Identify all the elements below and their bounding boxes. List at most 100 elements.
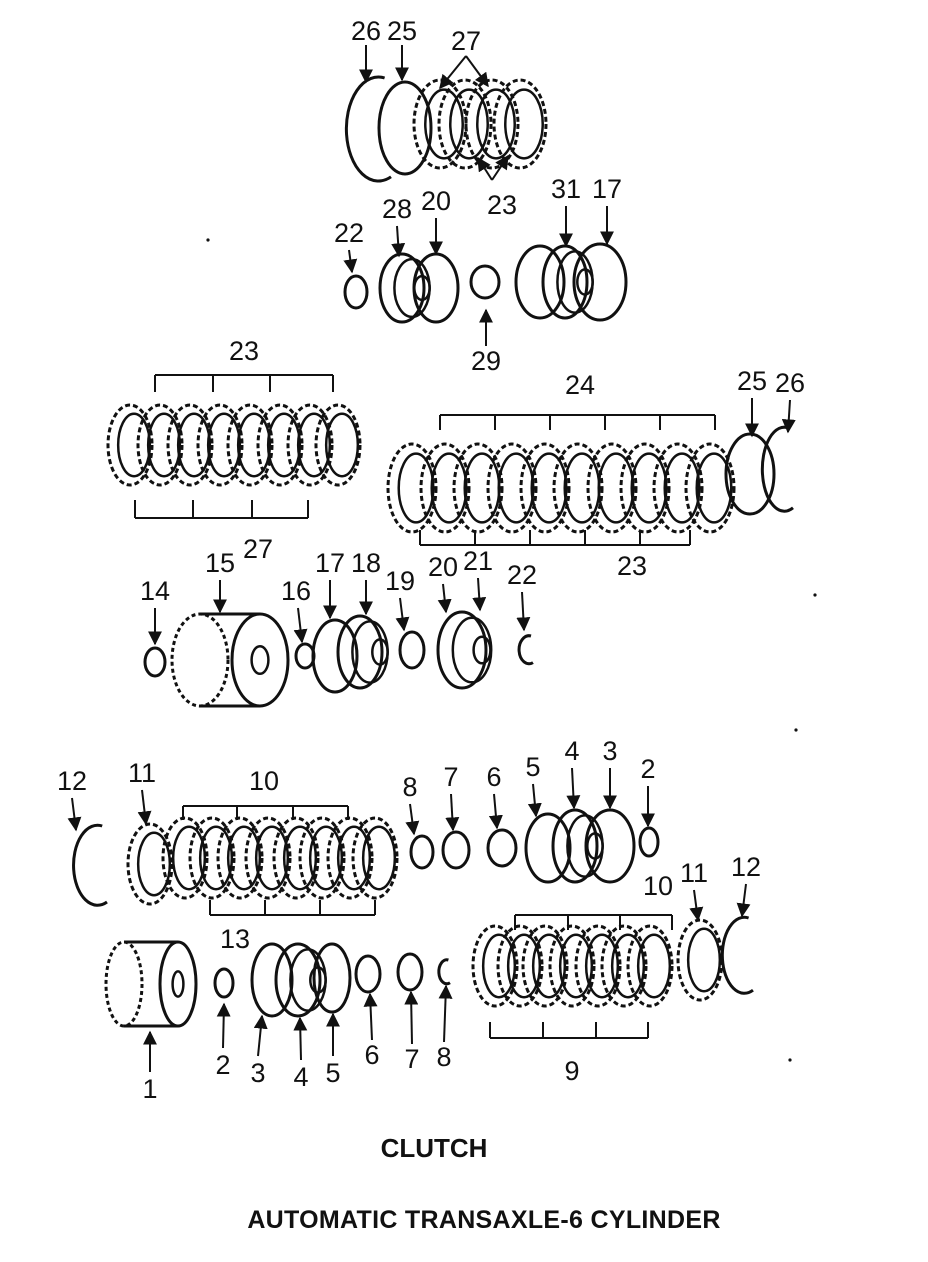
clutch-plate-lower-0-inner bbox=[171, 825, 207, 891]
clutch-plate-left-2 bbox=[166, 403, 214, 487]
snap-ring-26-right bbox=[760, 425, 794, 513]
leader-11-left bbox=[137, 789, 152, 826]
clutch-plate-right-4 bbox=[519, 442, 571, 534]
leader-27a bbox=[439, 55, 467, 90]
drum-15-face bbox=[230, 612, 290, 708]
piston-4-lower bbox=[274, 942, 322, 1018]
clutch-plate-top-3-inner bbox=[504, 88, 544, 160]
piston-21-bore bbox=[472, 635, 492, 665]
clutch-plate-lower-1-inner bbox=[198, 825, 234, 891]
callout-3-lower: 3 bbox=[250, 1058, 265, 1088]
callout-13: 13 bbox=[220, 924, 250, 954]
ring-6-upper bbox=[486, 828, 518, 868]
callout-11-right: 11 bbox=[680, 858, 708, 888]
clutch-plate-right-1-inner bbox=[430, 452, 468, 524]
piston-4-lower-bore bbox=[309, 966, 327, 994]
ring-17-mid bbox=[311, 618, 359, 694]
callout-12-right: 12 bbox=[731, 852, 761, 882]
retainer-plate-25-top bbox=[377, 80, 433, 176]
clutch-plate-left-0 bbox=[106, 403, 154, 487]
clutch-plate-left-0-inner bbox=[116, 412, 152, 478]
piston-18 bbox=[336, 614, 384, 690]
drum-1-hub bbox=[171, 970, 185, 998]
callout-8-lower: 8 bbox=[436, 1042, 451, 1072]
clutch-plate-lower-4 bbox=[272, 816, 320, 900]
callout-5-upper: 5 bbox=[525, 752, 540, 782]
snap-ring-12-left bbox=[72, 823, 108, 907]
callout-7-lower: 7 bbox=[404, 1044, 419, 1074]
caption-automatic-transaxle: AUTOMATIC TRANSAXLE-6 CYLINDER bbox=[247, 1206, 721, 1234]
clutch-plate-right-2 bbox=[452, 442, 504, 534]
callout-22-upper: 22 bbox=[334, 218, 364, 248]
clutch-plate-lower-5 bbox=[298, 816, 346, 900]
clutch-plate-top-2 bbox=[464, 78, 520, 170]
ring-3-upper bbox=[584, 808, 636, 884]
clutch-plate-left-3 bbox=[196, 403, 244, 487]
leader-7-upper bbox=[445, 793, 460, 832]
clutch-plate-bottom-2 bbox=[521, 924, 569, 1008]
leader-12-left bbox=[67, 797, 82, 832]
callout-7-upper: 7 bbox=[443, 762, 458, 792]
leader-11-right bbox=[689, 889, 704, 922]
drum-1 bbox=[104, 940, 144, 1028]
callout-26: 26 bbox=[351, 16, 381, 46]
callout-6-upper: 6 bbox=[486, 762, 501, 792]
leader-22-mid bbox=[516, 591, 531, 632]
callout-22-mid: 22 bbox=[507, 560, 537, 590]
callout-16: 16 bbox=[281, 576, 311, 606]
scan-speck-1 bbox=[794, 728, 798, 732]
clutch-plate-lower-6 bbox=[326, 816, 374, 900]
clutch-plate-bottom-1 bbox=[496, 924, 544, 1008]
piston-18-bore bbox=[371, 638, 389, 666]
callout-20-upper: 20 bbox=[421, 186, 451, 216]
snap-ring-26-top bbox=[344, 75, 392, 183]
leader-27b bbox=[465, 55, 489, 88]
leader-4-lower bbox=[293, 1016, 308, 1061]
callout-27-left: 27 bbox=[243, 534, 273, 564]
piston-21 bbox=[436, 610, 488, 690]
clutch-plate-lower-6-inner bbox=[336, 825, 372, 891]
clutch-plate-left-1 bbox=[136, 403, 184, 487]
callout-3-upper: 3 bbox=[602, 736, 617, 766]
leader-16 bbox=[293, 607, 308, 644]
clutch-plate-left-3-inner bbox=[206, 412, 242, 478]
clutch-plate-left-6 bbox=[286, 403, 334, 487]
callout-24: 24 bbox=[565, 370, 595, 400]
clutch-plate-bottom-3-inner bbox=[558, 933, 594, 999]
callout-10-left: 10 bbox=[249, 766, 279, 796]
callout-27: 27 bbox=[451, 26, 481, 56]
drum-15-hub bbox=[250, 644, 270, 676]
clutch-plate-right-0 bbox=[386, 442, 438, 534]
clutch-plate-left-4 bbox=[226, 403, 274, 487]
clutch-plate-lower-3-inner bbox=[254, 825, 290, 891]
clutch-plate-top-1 bbox=[437, 78, 493, 170]
leader-6-upper bbox=[488, 793, 503, 830]
drum-1-face bbox=[158, 940, 198, 1028]
callout-17-mid: 17 bbox=[315, 548, 345, 578]
washer-2-upper bbox=[638, 826, 660, 858]
leader-23b bbox=[491, 154, 509, 181]
clutch-plate-right-9-inner bbox=[695, 452, 733, 524]
clutch-plate-lower-7 bbox=[351, 816, 399, 900]
clutch-plate-top-2-inner bbox=[476, 88, 516, 160]
callout-5-lower: 5 bbox=[325, 1058, 340, 1088]
callout-4-upper: 4 bbox=[564, 736, 579, 766]
leader-21 bbox=[472, 577, 487, 612]
snap-ring-22-upper bbox=[343, 274, 369, 310]
callout-23-left: 23 bbox=[229, 336, 259, 366]
callout-25: 25 bbox=[387, 16, 417, 46]
callout-10-right: 10 bbox=[643, 871, 673, 901]
clutch-plate-lower-0 bbox=[161, 816, 209, 900]
callout-25-right: 25 bbox=[737, 366, 767, 396]
clutch-plate-lower-4-inner bbox=[282, 825, 318, 891]
clutch-plate-lower-3 bbox=[244, 816, 292, 900]
ring-7-upper bbox=[441, 830, 471, 870]
callout-6-lower: 6 bbox=[364, 1040, 379, 1070]
snap-ring-8-lower bbox=[437, 958, 451, 986]
leader-20-mid bbox=[437, 583, 452, 614]
clutch-plate-left-5 bbox=[256, 403, 304, 487]
callout-2-upper: 2 bbox=[640, 754, 655, 784]
callout-23-right: 23 bbox=[617, 551, 647, 581]
piston-4-upper bbox=[551, 808, 599, 884]
